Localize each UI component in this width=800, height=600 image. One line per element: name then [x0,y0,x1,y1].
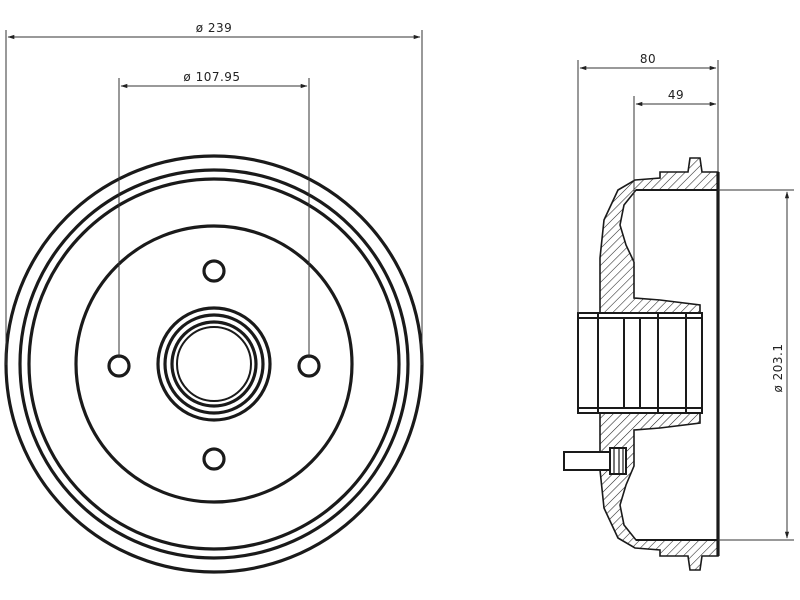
hub-face [74,224,354,504]
dimension-overall-diameter: ø 239 [5,21,423,365]
dimension-bolt-circle: ø 107.95 [118,70,310,358]
braking-diameter-label: ø 203.1 [771,343,785,392]
wheel-stud [563,447,627,475]
section-lower [578,397,719,571]
dimension-total-depth: 80 [577,52,719,313]
front-view: ø 239 ø 107.95 [4,21,424,574]
side-section-view: 80 49 ø 203.1 [563,52,794,571]
drum-inner-rim [27,177,401,551]
bolt-circle-label: ø 107.95 [183,70,240,84]
dimension-drum-depth: 49 [633,88,717,262]
bolt-hole-bottom [202,447,226,471]
bore-ring-3 [170,320,258,408]
section-upper [578,157,719,331]
bore-outer [156,306,272,422]
drum-outer-rim [18,168,410,560]
drum-depth-label: 49 [668,88,684,102]
bolt-hole-left [107,354,131,378]
dimension-braking-diameter: ø 203.1 [718,189,794,541]
overall-diameter-label: ø 239 [196,21,233,35]
bore-ring-2 [163,313,265,415]
bolt-hole-right [297,354,321,378]
bore-inner [176,326,252,402]
total-depth-label: 80 [640,52,656,66]
drum-outer-edge [4,154,424,574]
bolt-hole-top [202,259,226,283]
